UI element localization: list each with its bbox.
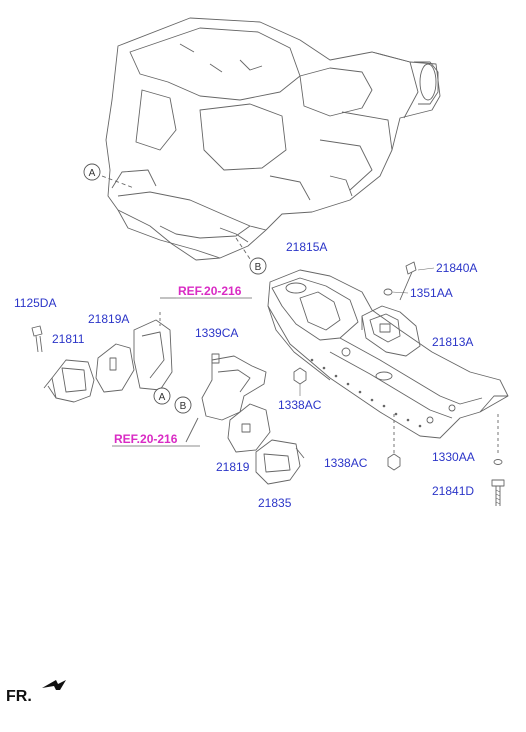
nut-1338AC-lower [387,414,401,471]
insulator-21819A [95,343,135,393]
ref-label-upper[interactable]: REF.20-216 [178,285,241,298]
callout-b-lower [174,396,192,414]
part-label-21835: 21835 [258,496,292,510]
callout-b-upper [249,257,267,275]
mount-21811 [43,359,95,403]
ref-lower-prefix: REF. [114,432,141,446]
part-label-1125DA: 1125DA [14,296,57,310]
mount-21835 [255,439,305,485]
front-arrow-icon [42,680,66,690]
part-label-1338AC-upper: 1338AC [278,398,322,412]
ref-lower-value: 20-216 [140,432,178,446]
part-label-1351AA: 1351AA [410,286,453,300]
bolt-21840A [399,261,435,301]
part-label-1330AA: 1330AA [432,450,475,464]
callout-b-lower-letter: B [180,401,187,412]
part-label-21813A: 21813A [432,335,474,349]
callout-b-upper-letter: B [255,262,262,273]
bracket-ref-lower [185,353,267,443]
bolt-1125DA [31,325,43,353]
ref-upper-prefix: REF. [178,284,205,298]
callout-a-lower-letter: A [159,392,166,403]
part-label-21819: 21819 [216,460,250,474]
front-direction-label: FR. [6,688,32,705]
bolt-21841D [491,479,505,506]
part-label-1338AC-lower: 1338AC [324,456,368,470]
engine-transmission-assembly [105,17,441,261]
insulator-21819 [227,403,271,453]
crossmember-subframe [267,269,509,439]
callout-a-lower [153,387,171,405]
bracket-ref-upper [133,312,173,391]
nut-1338AC-upper [293,367,307,396]
part-label-21841D: 21841D [432,484,475,498]
washer-1351AA [383,288,393,296]
part-label-21819A: 21819A [88,312,130,326]
part-label-21815A: 21815A [286,240,328,254]
callout-a-upper-letter: A [89,168,96,179]
callout-a-upper [83,163,101,181]
washer-1330AA [493,459,503,465]
part-label-21811: 21811 [52,332,85,346]
part-label-21840A: 21840A [436,261,478,275]
ref-upper-value: 20-216 [204,284,242,298]
ref-label-lower[interactable]: REF.20-216 [114,433,177,446]
mount-21813A [361,305,421,357]
part-label-1339CA: 1339CA [195,326,239,340]
